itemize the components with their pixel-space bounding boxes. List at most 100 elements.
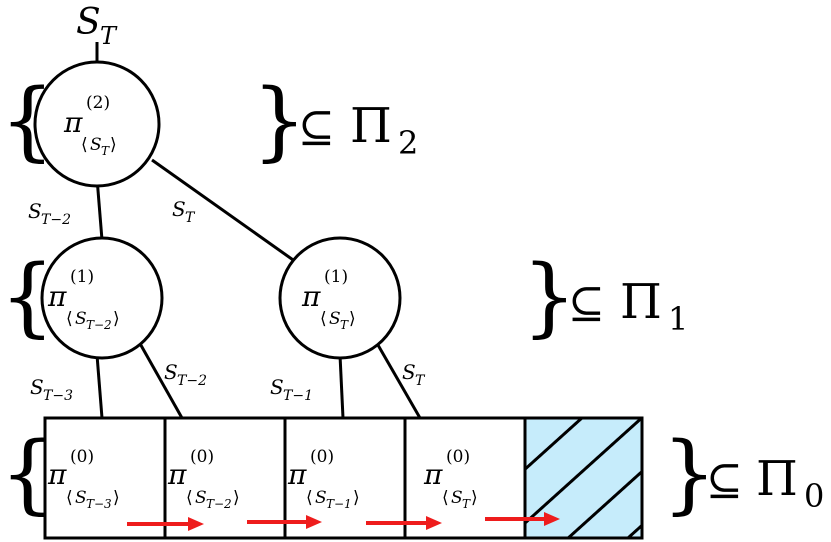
- level1-node-b: π (1) ⟨ S T ⟩: [278, 236, 402, 360]
- svg-text:}: }: [662, 424, 717, 524]
- cell-0: [43, 416, 167, 540]
- edge-label-1a-0b: S T−2: [164, 360, 207, 389]
- svg-text:S: S: [90, 135, 102, 155]
- node-circle: [40, 236, 164, 360]
- svg-text:T: T: [185, 210, 196, 226]
- svg-text:2: 2: [398, 124, 418, 162]
- svg-text:⟨: ⟨: [186, 488, 193, 508]
- svg-text:⟨: ⟨: [320, 309, 327, 329]
- svg-text:0: 0: [804, 477, 824, 515]
- level1-node-a: π (1) ⟨ S T−2 ⟩: [40, 236, 164, 360]
- edge-label-1b-0c: S T−1: [270, 375, 313, 404]
- svg-text:S: S: [195, 488, 207, 508]
- svg-text:}: }: [522, 247, 577, 347]
- edge-line-1b-0c: [338, 354, 345, 419]
- svg-text:T−2: T−2: [86, 318, 112, 332]
- edge-label-1a-0a: S T−3: [30, 375, 73, 404]
- svg-text:π: π: [423, 458, 443, 491]
- node-circle: [278, 236, 402, 360]
- svg-text:⟨: ⟨: [81, 135, 88, 155]
- svg-text:(2): (2): [86, 93, 110, 113]
- svg-text:π: π: [301, 280, 321, 313]
- svg-text:T−1: T−1: [283, 388, 313, 404]
- svg-text:T−3: T−3: [86, 497, 112, 511]
- svg-text:Π: Π: [756, 451, 798, 507]
- cell-label-0: π (0) ⟨ S T−3 ⟩: [47, 447, 120, 511]
- svg-text:⟨: ⟨: [306, 488, 313, 508]
- svg-text:T−1: T−1: [326, 497, 352, 511]
- level-label-0: } ⊆ Π 0: [662, 424, 824, 524]
- svg-text:⟨: ⟨: [442, 488, 449, 508]
- svg-text:S: S: [270, 375, 284, 399]
- svg-text:S: S: [402, 360, 416, 384]
- svg-text:S: S: [329, 309, 341, 329]
- svg-text:⟩: ⟩: [471, 488, 478, 508]
- svg-text:π: π: [63, 106, 83, 139]
- edge-line-2-1b: [151, 158, 297, 264]
- arrow-head: [306, 515, 322, 529]
- svg-text:T: T: [415, 373, 426, 389]
- arrow-icon: [247, 515, 322, 529]
- svg-text:T: T: [462, 497, 471, 511]
- edge-line-2-1a: [95, 177, 104, 241]
- svg-text:T: T: [101, 144, 110, 158]
- svg-text:S: S: [28, 199, 42, 223]
- svg-text:}: }: [252, 71, 307, 171]
- edge-line-1a-0b: [136, 339, 184, 419]
- svg-text:Π: Π: [620, 274, 662, 330]
- svg-text:(0): (0): [310, 447, 334, 467]
- svg-text:⊆: ⊆: [706, 455, 743, 506]
- svg-text:Π: Π: [350, 98, 392, 154]
- svg-text:(1): (1): [324, 267, 348, 287]
- cell-2: [283, 416, 407, 540]
- svg-text:⟩: ⟩: [233, 488, 240, 508]
- svg-text:⊆: ⊆: [298, 102, 335, 153]
- svg-text:⟩: ⟩: [113, 488, 120, 508]
- arrow-head: [188, 517, 204, 531]
- node-circle: [33, 60, 161, 188]
- level-label-2: } ⊆ Π 2: [252, 71, 418, 171]
- arrow-head: [426, 516, 442, 530]
- svg-text:S: S: [75, 488, 87, 508]
- svg-text:π: π: [47, 458, 67, 491]
- cell-label-3: π (0) ⟨ S T ⟩: [423, 447, 478, 511]
- svg-text:T: T: [100, 22, 118, 50]
- svg-text:⟩: ⟩: [110, 135, 117, 155]
- edge-line-1b-0d: [376, 344, 422, 419]
- svg-text:π: π: [47, 280, 67, 313]
- svg-text:S: S: [75, 309, 87, 329]
- svg-text:T−2: T−2: [206, 497, 232, 511]
- svg-text:S: S: [76, 2, 101, 43]
- svg-text:1: 1: [668, 300, 688, 338]
- svg-text:(0): (0): [70, 447, 94, 467]
- brace-open-level0: {: [0, 424, 55, 524]
- svg-text:π: π: [167, 458, 187, 491]
- svg-text:(1): (1): [70, 267, 94, 287]
- svg-text:⟨: ⟨: [66, 488, 73, 508]
- svg-text:⟨: ⟨: [66, 309, 73, 329]
- svg-text:S: S: [172, 197, 186, 221]
- edge-line-1a-0a: [95, 354, 104, 419]
- svg-text:(0): (0): [446, 447, 470, 467]
- edge-label-1b-0d: S T: [402, 360, 426, 389]
- svg-text:T−2: T−2: [177, 373, 207, 389]
- cell-label-1: π (0) ⟨ S T−2 ⟩: [167, 447, 240, 511]
- edge-label-2-1b: S T: [172, 197, 196, 226]
- arrow-icon: [366, 516, 442, 530]
- svg-text:⟩: ⟩: [349, 309, 356, 329]
- svg-text:S: S: [315, 488, 327, 508]
- cell-1: [163, 416, 287, 540]
- arrow-head: [544, 512, 560, 526]
- brace-open-level2: {: [0, 71, 55, 171]
- svg-text:T−3: T−3: [43, 388, 73, 404]
- edge-label-2-1a: S T−2: [28, 199, 71, 228]
- svg-text:⟩: ⟩: [113, 309, 120, 329]
- level2-node: π (2) ⟨ S T ⟩: [33, 60, 161, 188]
- svg-text:T: T: [340, 318, 349, 332]
- svg-text:S: S: [164, 360, 178, 384]
- cell-label-2: π (0) ⟨ S T−1 ⟩: [287, 447, 360, 511]
- svg-text:S: S: [30, 375, 44, 399]
- brace-open-level1: {: [0, 247, 55, 347]
